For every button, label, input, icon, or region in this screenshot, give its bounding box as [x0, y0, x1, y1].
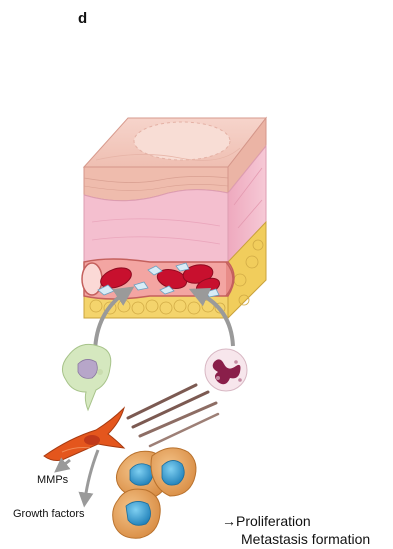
mmps-label: MMPs: [37, 475, 68, 486]
macrophage-icon: [62, 344, 110, 410]
outcome-proliferation: →Proliferation: [222, 514, 311, 528]
growth-factors-label: Growth factors: [13, 509, 85, 520]
fibroblast-icon: [44, 408, 124, 461]
growth-factors-arrow: [85, 450, 98, 500]
mmps-arrow: [60, 460, 70, 468]
neutrophil-icon: [205, 349, 247, 391]
tumor-cell-icon: [113, 448, 196, 538]
outcome-metastasis: Metastasis formation: [241, 532, 370, 546]
signal-streaks: [128, 385, 218, 446]
panel-label: d: [78, 11, 87, 26]
